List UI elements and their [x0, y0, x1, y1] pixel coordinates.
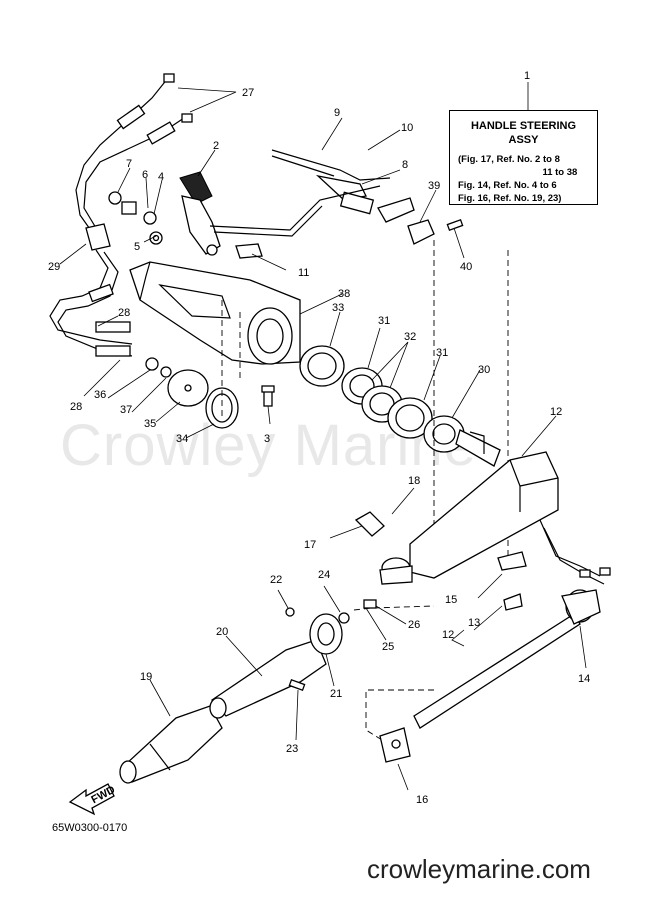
info-ref-line: Fig. 16, Ref. No. 19, 23) — [458, 193, 562, 204]
callout-24: 24 — [318, 569, 330, 581]
callout-12b: 12 — [442, 629, 454, 641]
shift-lever — [179, 149, 464, 259]
callout-2: 2 — [213, 140, 219, 152]
callout-38: 38 — [338, 288, 350, 300]
info-title: HANDLE STEERING — [470, 120, 577, 132]
diagram-code: 65W0300-0170 — [52, 822, 128, 834]
callout-34: 34 — [176, 433, 188, 445]
callout-35: 35 — [144, 418, 156, 430]
callout-28b: 28 — [70, 401, 82, 413]
callout-29: 29 — [48, 261, 60, 273]
callout-1: 1 — [524, 70, 530, 82]
info-ref-line: 11 to 38 — [458, 167, 578, 178]
throttle-shaft — [379, 589, 601, 763]
callout-5: 5 — [134, 241, 140, 253]
callout-39: 39 — [428, 180, 440, 192]
info-subtitle: ASSY — [508, 134, 539, 146]
callout-32: 32 — [404, 331, 416, 343]
callout-11: 11 — [298, 267, 309, 279]
tiller-grip-parts — [119, 599, 377, 784]
callout-23: 23 — [286, 743, 298, 755]
callout-17: 17 — [304, 539, 316, 551]
callout-28a: 28 — [118, 307, 130, 319]
callout-31b: 31 — [436, 347, 448, 359]
callout-27: 27 — [242, 87, 254, 99]
steering-bracket — [129, 261, 301, 365]
small-fasteners — [108, 191, 163, 245]
callout-20: 20 — [216, 626, 228, 638]
callout-9: 9 — [334, 107, 340, 119]
callout-37: 37 — [120, 404, 132, 416]
site-watermark: crowleymarine.com — [367, 854, 591, 884]
assembly-lines — [221, 240, 509, 741]
callout-6: 6 — [142, 169, 148, 181]
rings-and-washers — [145, 345, 465, 453]
info-ref-line: Fig. 14, Ref. No. 4 to 6 — [458, 180, 557, 191]
callout-15: 15 — [445, 594, 457, 606]
callout-16: 16 — [416, 794, 428, 806]
fwd-label: FWD — [89, 784, 117, 806]
callouts: 1 2 3 4 5 6 7 8 9 10 11 12 12 13 14 15 1… — [48, 70, 590, 806]
callout-36: 36 — [94, 389, 106, 401]
callout-25: 25 — [382, 641, 394, 653]
callout-13: 13 — [468, 617, 480, 629]
callout-33: 33 — [332, 302, 344, 314]
steering-arm — [354, 429, 611, 585]
callout-10: 10 — [401, 122, 413, 134]
callout-19: 19 — [140, 671, 152, 683]
assembly-info-box: HANDLE STEERING ASSY (Fig. 17, Ref. No. … — [449, 110, 598, 205]
info-ref-line: (Fig. 17, Ref. No. 2 to 8 — [458, 154, 560, 165]
callout-14: 14 — [578, 673, 590, 685]
throttle-cables — [49, 73, 193, 357]
callout-40: 40 — [460, 261, 472, 273]
callout-4: 4 — [158, 171, 164, 183]
fwd-arrow — [68, 783, 115, 816]
callout-3: 3 — [264, 433, 270, 445]
callout-31a: 31 — [378, 315, 390, 327]
callout-18: 18 — [408, 475, 420, 487]
callout-7: 7 — [126, 158, 132, 170]
callout-8: 8 — [402, 159, 408, 171]
callout-21: 21 — [330, 688, 342, 700]
callout-30: 30 — [478, 364, 490, 376]
callout-26: 26 — [408, 619, 420, 631]
callout-22: 22 — [270, 574, 282, 586]
callout-12a: 12 — [550, 406, 562, 418]
leader-lines — [59, 82, 587, 791]
